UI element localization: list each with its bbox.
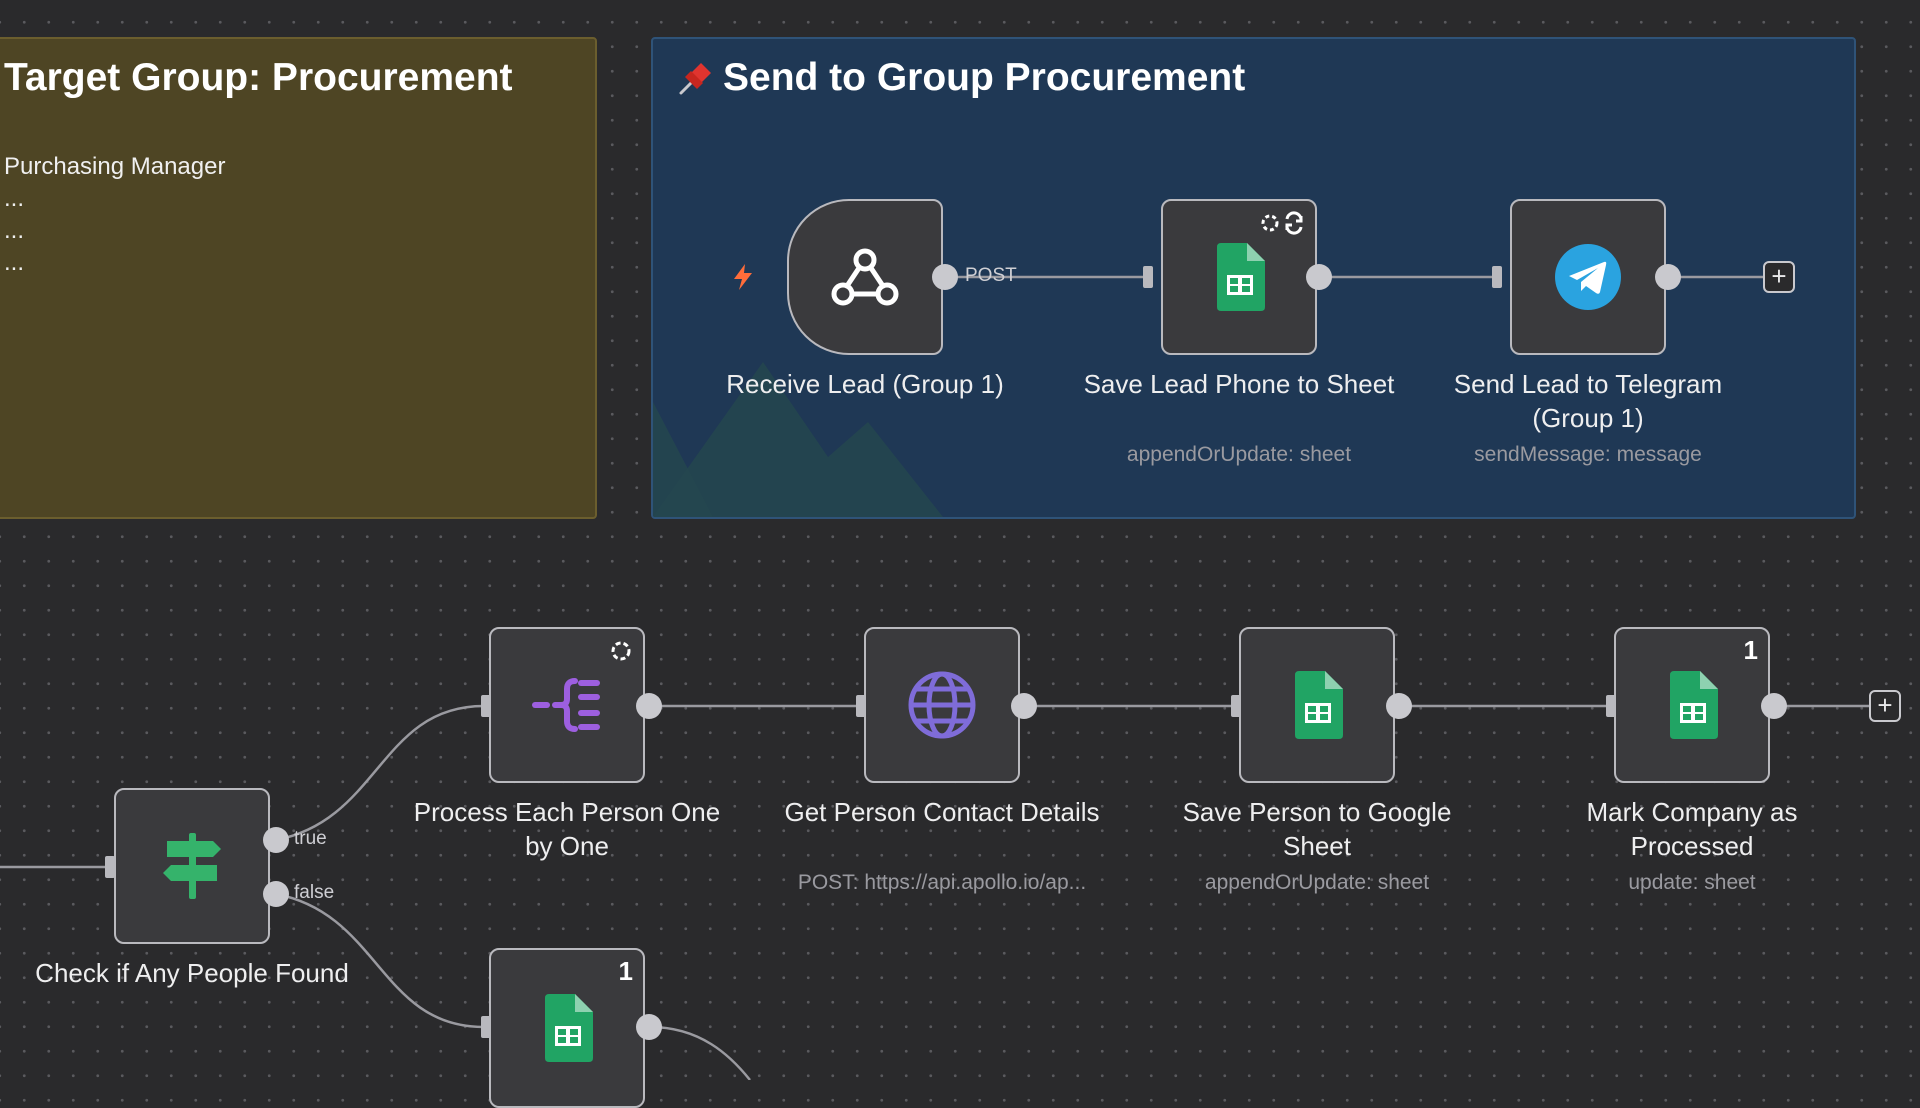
execution-count-badge: 1 <box>618 956 633 986</box>
node-label: Save Person to Google Sheet <box>1182 797 1452 861</box>
output-handle[interactable] <box>1011 693 1037 719</box>
node-label: Check if Any People Found <box>35 958 349 988</box>
bottom-sheet-node[interactable]: 1 <box>489 948 645 1108</box>
telegram-icon <box>1555 244 1621 310</box>
sticky-note-line: Purchasing Manager <box>4 153 226 180</box>
output-handle[interactable] <box>1655 264 1681 290</box>
true-output-handle[interactable] <box>263 827 289 853</box>
google-sheets-icon <box>1666 671 1718 739</box>
sticky-note-body: Purchasing Manager ... ... ... <box>4 151 225 279</box>
add-node-button[interactable]: + <box>1869 690 1901 722</box>
node-label: Process Each Person One by One <box>413 797 721 861</box>
sticky-note-procurement[interactable]: Target Group: Procurement Purchasing Man… <box>0 37 597 519</box>
output-handle[interactable] <box>636 693 662 719</box>
execution-count-badge: 1 <box>1743 635 1758 665</box>
node-subtitle: sendMessage: message <box>1474 443 1702 466</box>
node-label: Receive Lead (Group 1) <box>726 369 1004 399</box>
false-output-handle[interactable] <box>263 881 289 907</box>
globe-icon <box>907 670 977 740</box>
connection-wires <box>0 275 1870 1080</box>
lightning-icon <box>730 262 756 297</box>
node-label: Get Person Contact Details <box>784 797 1100 827</box>
output-handle[interactable] <box>1761 693 1787 719</box>
loop-status-icon <box>1259 211 1305 240</box>
save-person-node[interactable] <box>1239 627 1395 783</box>
add-node-button[interactable]: + <box>1763 261 1795 293</box>
output-handle[interactable] <box>932 264 958 290</box>
output-handle[interactable] <box>1306 264 1332 290</box>
signpost-icon <box>159 831 225 901</box>
get-contact-node[interactable] <box>864 627 1020 783</box>
false-connection-label: false <box>294 882 335 903</box>
mountain-decoration-icon <box>653 362 943 517</box>
input-handle[interactable] <box>856 695 866 717</box>
input-handle[interactable] <box>1492 266 1502 288</box>
receive-lead-node[interactable] <box>787 199 943 355</box>
sticky-note-line: ... <box>4 249 25 276</box>
send-telegram-node[interactable] <box>1510 199 1666 355</box>
node-label: Save Lead Phone to Sheet <box>1083 369 1395 399</box>
mark-company-node[interactable]: 1 <box>1614 627 1770 783</box>
node-subtitle: appendOrUpdate: sheet <box>1126 443 1352 466</box>
input-handle[interactable] <box>1606 695 1616 717</box>
sticky-note-title: Target Group: Procurement <box>4 56 513 99</box>
input-handle[interactable] <box>105 856 115 878</box>
input-handle[interactable] <box>1143 266 1153 288</box>
post-connection-label: POST <box>965 265 1017 286</box>
google-sheets-icon <box>1291 671 1343 739</box>
node-subtitle: update: sheet <box>1628 871 1756 894</box>
google-sheets-icon <box>541 994 593 1062</box>
pending-status-icon <box>609 639 633 668</box>
pushpin-icon <box>673 59 715 106</box>
sticky-note-line: ... <box>4 185 25 212</box>
input-handle[interactable] <box>1231 695 1241 717</box>
google-sheets-icon <box>1213 243 1265 311</box>
input-handle[interactable] <box>481 1016 491 1038</box>
true-connection-label: true <box>294 828 327 849</box>
node-subtitle: appendOrUpdate: sheet <box>1204 871 1430 894</box>
node-label: Mark Company as Processed <box>1586 797 1798 861</box>
webhook-icon <box>829 244 901 310</box>
output-handle[interactable] <box>636 1014 662 1040</box>
output-handle[interactable] <box>1386 693 1412 719</box>
save-lead-phone-node[interactable] <box>1161 199 1317 355</box>
node-subtitle: POST: https://api.apollo.io/ap... <box>797 871 1087 894</box>
check-people-node[interactable] <box>114 788 270 944</box>
process-each-node[interactable] <box>489 627 645 783</box>
sticky-note-title: Send to Group Procurement <box>723 56 1246 99</box>
split-icon <box>531 675 603 735</box>
node-label: Send Lead to Telegram (Group 1) <box>1453 369 1723 433</box>
sticky-note-line: ... <box>4 217 25 244</box>
input-handle[interactable] <box>481 695 491 717</box>
